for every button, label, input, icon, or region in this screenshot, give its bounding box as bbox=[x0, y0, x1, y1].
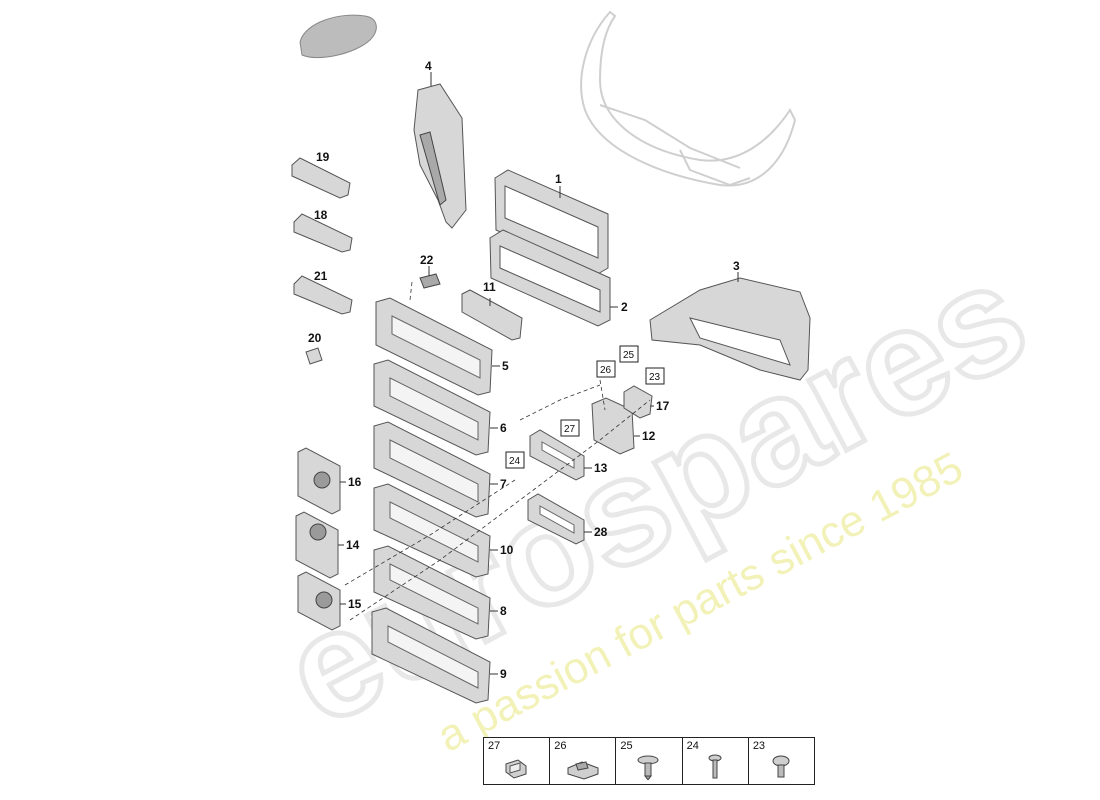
callout-19: 19 bbox=[316, 150, 330, 164]
part-16-side-trim: 16 bbox=[297, 447, 362, 515]
legend-number-24: 24 bbox=[686, 740, 699, 752]
part-22-sensor: 22 bbox=[409, 253, 441, 301]
callout-23-box: 23 bbox=[649, 372, 661, 383]
part-15-side-trim: 15 bbox=[297, 571, 362, 631]
callout-6: 6 bbox=[500, 421, 507, 435]
callout-20: 20 bbox=[308, 331, 322, 345]
callout-7: 7 bbox=[500, 477, 507, 491]
callout-10: 10 bbox=[500, 543, 514, 557]
callout-24-box: 24 bbox=[509, 456, 521, 467]
part-4-air-guide: 4 bbox=[413, 59, 467, 229]
fastener-legend: 27 26 25 24 23 bbox=[483, 737, 815, 785]
callout-2: 2 bbox=[621, 300, 628, 314]
assembly-lines bbox=[344, 379, 651, 621]
legend-number-27: 27 bbox=[488, 740, 501, 752]
boxed-callout-24: 24 bbox=[505, 451, 525, 469]
callout-4: 4 bbox=[425, 59, 432, 73]
car-thumbnail bbox=[299, 14, 377, 59]
part-12-mount: 12 bbox=[591, 397, 656, 455]
part-9-grille: 9 bbox=[371, 607, 507, 704]
clip-nut-icon bbox=[505, 759, 527, 779]
callout-11: 11 bbox=[483, 280, 496, 294]
part-7-grille: 7 bbox=[373, 421, 507, 518]
boxed-callout-27: 27 bbox=[560, 419, 580, 437]
callout-8: 8 bbox=[500, 604, 507, 618]
washer-screw-icon bbox=[772, 755, 790, 778]
callout-18: 18 bbox=[314, 208, 328, 222]
legend-cell-24: 24 bbox=[683, 738, 749, 784]
callout-12: 12 bbox=[642, 429, 656, 443]
part-19-bracket: 19 bbox=[291, 150, 351, 199]
callout-1: 1 bbox=[555, 172, 562, 186]
boxed-callout-26: 26 bbox=[596, 360, 616, 378]
legend-cell-26: 26 bbox=[550, 738, 617, 784]
part-2-frame-lower: 2 bbox=[489, 229, 628, 327]
callout-3: 3 bbox=[733, 259, 740, 273]
legend-number-23: 23 bbox=[752, 740, 766, 752]
callout-26-box: 26 bbox=[600, 365, 612, 376]
legend-cell-25: 25 bbox=[616, 738, 683, 784]
callout-28: 28 bbox=[594, 525, 608, 539]
part-18-trim-strip: 18 bbox=[293, 208, 353, 253]
legend-cell-27: 27 bbox=[484, 738, 551, 784]
callout-27-box: 27 bbox=[564, 424, 576, 435]
part-17-bracket: 17 bbox=[623, 385, 670, 419]
part-11-cover-plate: 11 bbox=[461, 280, 523, 341]
spring-clip-icon bbox=[567, 761, 599, 780]
legend-cell-23: 23 bbox=[749, 738, 814, 784]
front-bumper-outline bbox=[580, 10, 797, 187]
part-10-grille: 10 bbox=[373, 483, 514, 578]
callout-22: 22 bbox=[420, 253, 434, 267]
callout-9: 9 bbox=[500, 667, 507, 681]
long-screw-icon bbox=[708, 754, 722, 779]
legend-number-26: 26 bbox=[554, 740, 567, 752]
part-8-grille: 8 bbox=[373, 545, 507, 640]
callout-25-box: 25 bbox=[623, 350, 635, 361]
callout-15: 15 bbox=[348, 597, 362, 611]
part-3-air-duct: 3 bbox=[649, 259, 811, 381]
callout-16: 16 bbox=[348, 475, 362, 489]
part-13-bracket: 13 bbox=[529, 429, 608, 481]
part-14-side-trim: 14 bbox=[295, 511, 360, 579]
callout-14: 14 bbox=[346, 538, 360, 552]
callout-17: 17 bbox=[656, 399, 670, 413]
part-1-frame-upper: 1 bbox=[494, 169, 609, 276]
callout-21: 21 bbox=[314, 269, 328, 283]
part-21-trim-strip: 21 bbox=[293, 269, 353, 315]
legend-number-25: 25 bbox=[620, 740, 633, 752]
part-6-grille: 6 bbox=[373, 359, 507, 456]
flange-screw-icon bbox=[637, 755, 659, 780]
part-28-bracket: 28 bbox=[527, 493, 608, 545]
part-20-clip: 20 bbox=[305, 331, 323, 365]
callout-5: 5 bbox=[502, 359, 509, 373]
callout-13: 13 bbox=[594, 461, 608, 475]
boxed-callout-23: 23 bbox=[645, 367, 665, 385]
part-5-grille: 5 bbox=[375, 297, 509, 396]
boxed-callout-25: 25 bbox=[619, 345, 639, 363]
